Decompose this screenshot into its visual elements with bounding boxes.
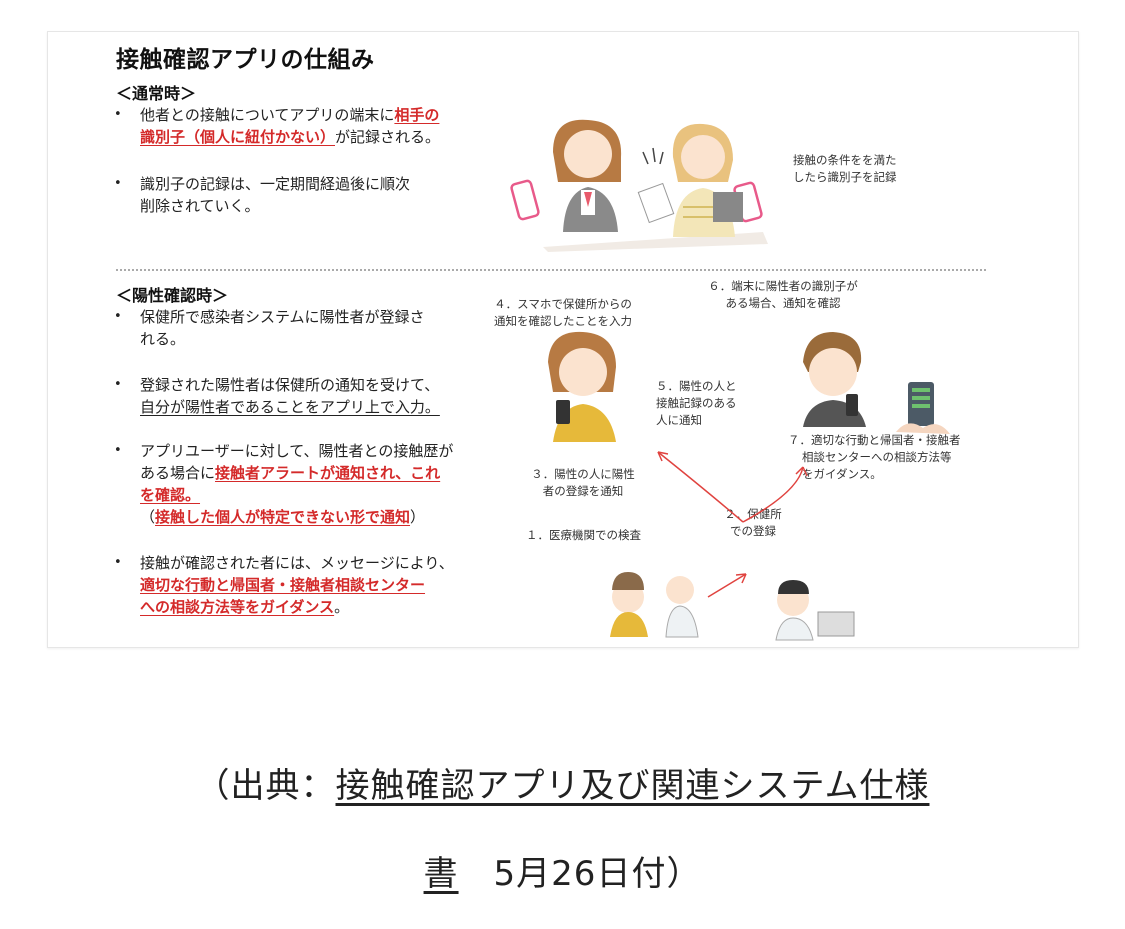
text: 削除されていく。: [140, 197, 260, 215]
bullet-dot: •: [114, 309, 122, 324]
source-link[interactable]: 接触確認アプリ及び関連システム仕様: [335, 766, 930, 806]
step-3-label: ３．陽性の人に陽性 者の登録を通知: [518, 466, 648, 500]
text: 登録された陽性者は保健所の通知を受けて、: [140, 376, 440, 394]
normal-bullet-2: • 識別子の記録は、一定期間経過後に順次 削除されていく。: [114, 173, 500, 217]
text: 接触の条件をを満た: [793, 153, 897, 167]
bullet-dot: •: [114, 176, 122, 191]
text: 相談センターへの相談方法等: [802, 450, 952, 464]
positive-bullet-2: • 登録された陽性者は保健所の通知を受けて、 自分が陽性者であることをアプリ上で…: [114, 374, 510, 418]
bullet-dot: •: [114, 443, 122, 458]
highlight-text: 接触した個人が特定できない形で通知: [155, 508, 411, 526]
text: 通知を確認したことを入力: [494, 314, 632, 328]
highlight-text: 相手の: [394, 106, 440, 124]
bullet-dot: •: [114, 555, 122, 570]
text: ）: [410, 508, 426, 526]
text: 識別子の記録は、一定期間経過後に順次: [140, 175, 411, 193]
text: ７．適切な行動と帰国者・接触者: [788, 433, 961, 447]
text: 保健所で感染者システムに陽性者が登録さ: [140, 308, 425, 326]
underlined-text: 自分が陽性者であることをアプリ上で入力。: [140, 398, 440, 416]
highlight-text: への相談方法等をガイダンス: [140, 598, 335, 616]
highlight-text: を確認。: [140, 486, 201, 504]
slide-image: 接触確認アプリの仕組み ＜通常時＞ • 他者との接触についてアプリの端末に相手の…: [47, 31, 1079, 648]
text: ある場合、通知を確認: [725, 296, 841, 310]
text: ３．陽性の人に陽性: [531, 467, 635, 481]
step-5-label: ５．陽性の人と 接触記録のある 人に通知: [656, 378, 756, 429]
text: ５．陽性の人と: [656, 379, 737, 393]
text: したら識別子を記録: [793, 170, 897, 184]
bullet-dot: •: [114, 107, 122, 122]
normal-bullet-1: • 他者との接触についてアプリの端末に相手の 識別子（個人に紐付かない）が記録さ…: [114, 104, 500, 148]
text: での登録: [730, 524, 776, 538]
step-4-label: ４．スマホで保健所からの 通知を確認したことを入力: [483, 296, 643, 330]
slide-title: 接触確認アプリの仕組み: [116, 47, 375, 73]
caption-prefix: （出典：: [195, 766, 336, 806]
highlight-text: 識別子（個人に紐付かない）: [140, 128, 336, 146]
text: （: [140, 508, 156, 526]
section-divider: [116, 269, 986, 271]
step-7-label: ７．適切な行動と帰国者・接触者 相談センターへの相談方法等 をガイダンス。: [788, 432, 988, 483]
contact-illustration: [510, 119, 768, 252]
highlight-text: 接触者アラートが通知され、これ: [215, 464, 441, 482]
text: 接触が確認された者には、メッセージにより、: [140, 554, 454, 572]
caption-date: 5月26日付）: [458, 854, 702, 894]
text: 他者との接触についてアプリの端末に: [140, 106, 395, 124]
source-link-continued[interactable]: 書: [423, 854, 459, 894]
bullet-dot: •: [114, 377, 122, 392]
step-6-label: ６．端末に陽性者の識別子が ある場合、通知を確認: [698, 278, 868, 312]
flow-illustration: [548, 331, 950, 641]
text: アプリユーザーに対して、陽性者との接触歴が: [140, 442, 454, 460]
text: ６．端末に陽性者の識別子が: [708, 279, 858, 293]
source-caption-line-1: （出典：接触確認アプリ及び関連システム仕様: [0, 758, 1125, 807]
text: 人に通知: [656, 413, 702, 427]
positive-bullet-3: • アプリユーザーに対して、陽性者との接触歴が ある場合に接触者アラートが通知さ…: [114, 440, 520, 528]
normal-heading: ＜通常時＞: [116, 84, 197, 103]
text: 者の登録を通知: [542, 484, 624, 498]
text: ４．スマホで保健所からの: [494, 297, 632, 311]
text: 接触記録のある: [656, 396, 737, 410]
text: をガイダンス。: [802, 467, 882, 481]
text: ある場合に: [140, 464, 216, 482]
text: 。: [334, 598, 350, 616]
source-caption-line-2: 書 5月26日付）: [0, 846, 1125, 895]
text: が記録される。: [335, 128, 441, 146]
text: れる。: [140, 330, 186, 348]
positive-bullet-1: • 保健所で感染者システムに陽性者が登録さ れる。: [114, 306, 500, 350]
record-note: 接触の条件をを満た したら識別子を記録: [793, 152, 953, 186]
positive-bullet-4: • 接触が確認された者には、メッセージにより、 適切な行動と帰国者・接触者相談セ…: [114, 552, 520, 618]
step-1-label: １．医療機関での検査: [526, 528, 641, 542]
positive-heading: ＜陽性確認時＞: [116, 286, 229, 305]
highlight-text: 適切な行動と帰国者・接触者相談センター: [140, 576, 426, 594]
